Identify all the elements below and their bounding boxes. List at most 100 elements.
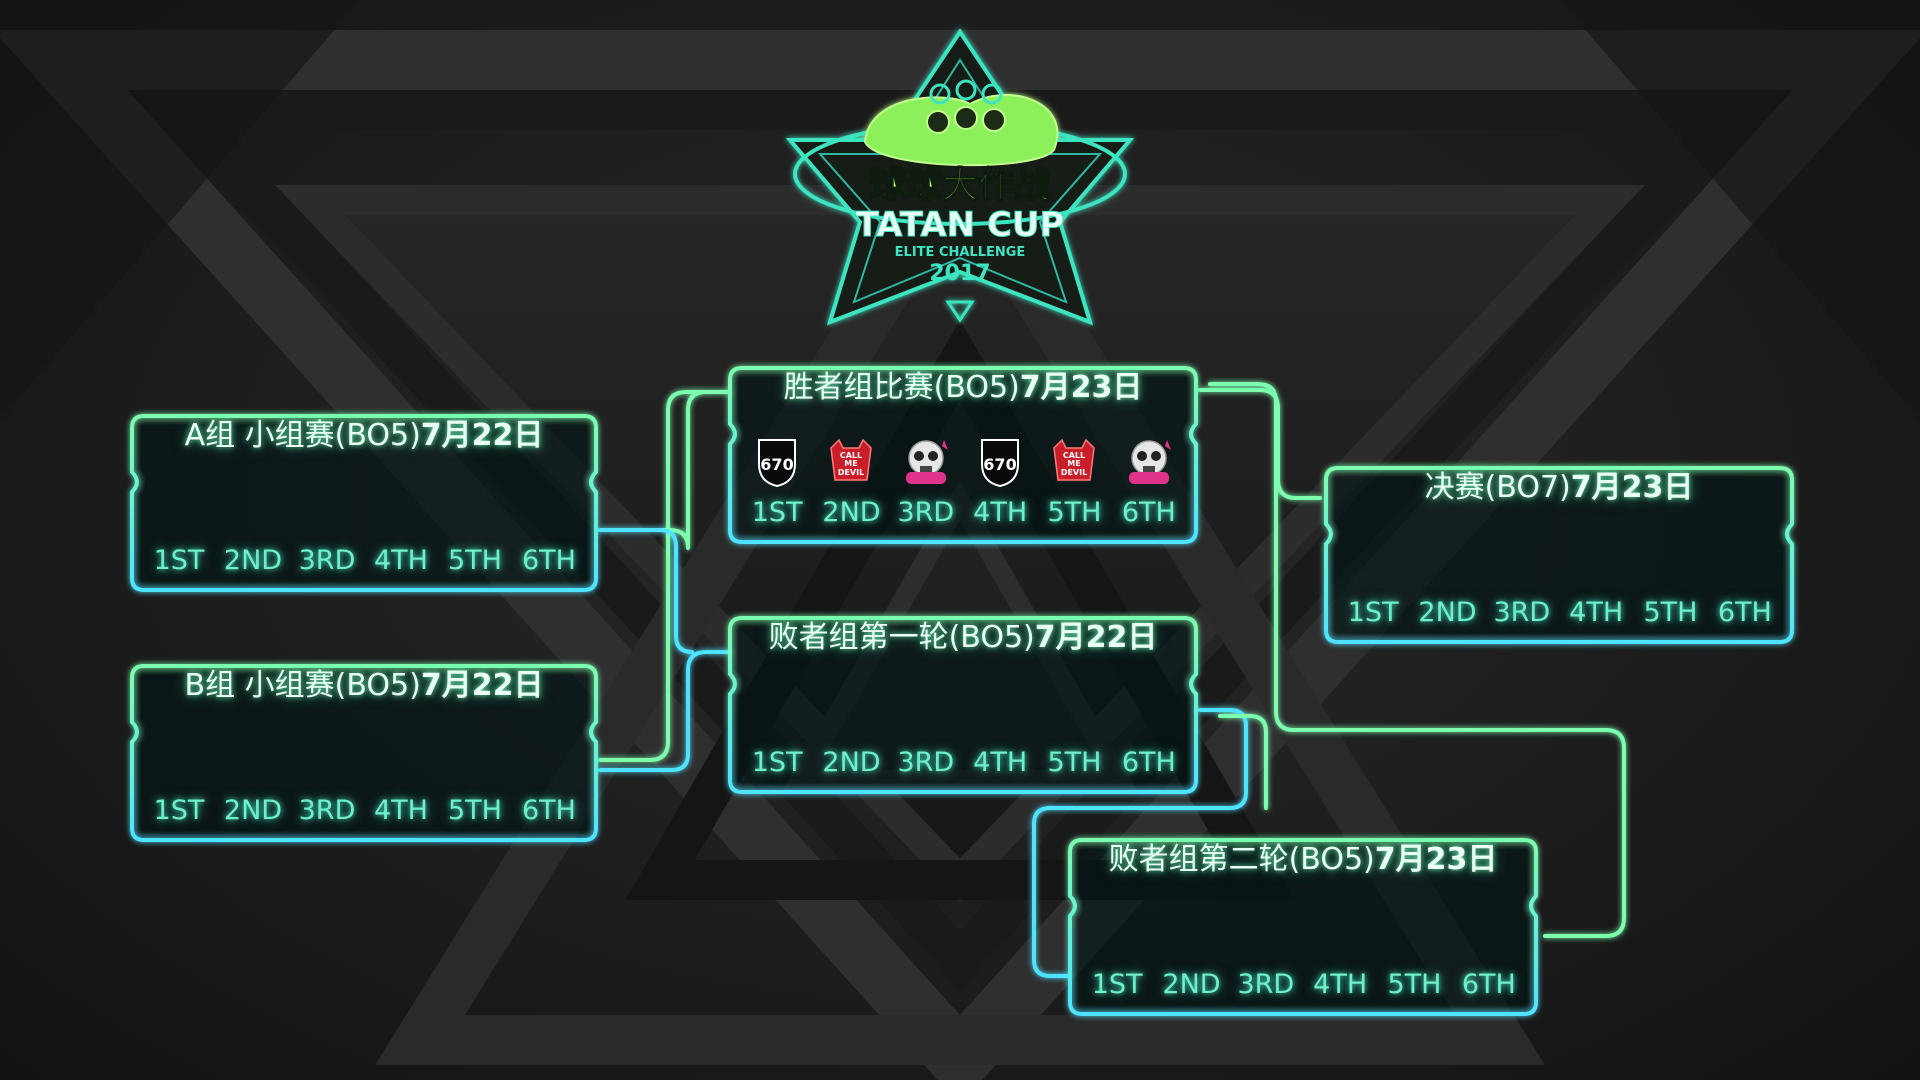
rank-slot[interactable]: 2ND bbox=[814, 672, 888, 786]
team-devil-text-3: DEVIL bbox=[1061, 468, 1087, 477]
bracket-title: A组 小组赛(BO5)7月22日 bbox=[128, 418, 600, 454]
rank-label: 1ST bbox=[153, 545, 205, 576]
group-b-panel: B组 小组赛(BO5)7月22日 1ST 2ND 3RD 4TH 5TH 6TH bbox=[128, 662, 600, 844]
tatan-cup-logo: 球球大作战 TATAN CUP ELITE CHALLENGE 2017 bbox=[785, 28, 1135, 326]
rank-label: 3RD bbox=[1237, 969, 1295, 1000]
bracket-title-text: A组 小组赛(BO5) bbox=[184, 418, 421, 453]
rank-label: 1ST bbox=[1091, 969, 1143, 1000]
rank-label: 6TH bbox=[522, 795, 576, 826]
rank-slot[interactable]: 2ND bbox=[1154, 894, 1228, 1008]
rank-slot[interactable]: 4TH bbox=[1303, 894, 1377, 1008]
bracket-title: 胜者组比赛(BO5)7月23日 bbox=[726, 370, 1200, 406]
rank-slot[interactable]: 3RD bbox=[889, 422, 963, 536]
rank-slot[interactable]: 5TH bbox=[1377, 894, 1451, 1008]
rank-slot[interactable]: 1ST bbox=[142, 470, 216, 584]
rank-slot[interactable]: 670 4TH bbox=[963, 422, 1037, 536]
rank-slot[interactable]: 5TH bbox=[1037, 672, 1111, 786]
rank-slot[interactable]: 4TH bbox=[963, 672, 1037, 786]
rank-slot[interactable]: 670 1ST bbox=[740, 422, 814, 536]
team-670-text: 670 bbox=[760, 455, 793, 474]
rank-slots: 1ST 2ND 3RD 4TH 5TH 6TH bbox=[142, 470, 586, 584]
rank-slot[interactable]: 3RD bbox=[1229, 894, 1303, 1008]
rank-label: 5TH bbox=[1047, 747, 1102, 778]
rank-label: 4TH bbox=[973, 497, 1028, 528]
rank-slot[interactable]: 5TH bbox=[438, 720, 512, 834]
losers-round2-panel: 败者组第二轮(BO5)7月23日 1ST 2ND 3RD 4TH 5TH 6TH bbox=[1066, 836, 1540, 1018]
rank-label: 1ST bbox=[751, 747, 803, 778]
rank-slot[interactable]: 6TH bbox=[1112, 672, 1186, 786]
team-670-text: 670 bbox=[983, 455, 1016, 474]
rank-slot[interactable]: 5TH bbox=[1633, 522, 1707, 636]
rank-label: 3RD bbox=[1493, 597, 1551, 628]
rank-label: 4TH bbox=[1569, 597, 1624, 628]
bracket-date: 7月22日 bbox=[1034, 620, 1158, 655]
rank-slot[interactable]: 3RD bbox=[1485, 522, 1559, 636]
rank-label: 2ND bbox=[223, 545, 283, 576]
670-team-logo: 670 bbox=[981, 439, 1020, 488]
rank-label: 2ND bbox=[1418, 597, 1477, 628]
rank-slot[interactable]: 3RD bbox=[889, 672, 963, 786]
bracket-frame bbox=[130, 664, 598, 842]
team-devil-text-1: CALL bbox=[840, 451, 862, 460]
rank-label: 3RD bbox=[897, 497, 955, 528]
team-devil-text-2: ME bbox=[1068, 459, 1081, 468]
rank-label: 4TH bbox=[1313, 969, 1368, 1000]
rank-label: 4TH bbox=[374, 795, 428, 826]
rank-label: 6TH bbox=[1717, 597, 1772, 628]
rank-slot[interactable]: 3RD bbox=[290, 470, 364, 584]
rank-slot[interactable]: 3RD bbox=[290, 720, 364, 834]
bracket-frame bbox=[1324, 466, 1794, 644]
rank-slot[interactable]: 6TH bbox=[1112, 422, 1186, 536]
rank-slot[interactable]: 2ND bbox=[1410, 522, 1484, 636]
rank-slot[interactable]: 4TH bbox=[364, 470, 438, 584]
rank-label: 5TH bbox=[1047, 497, 1102, 528]
rank-slot[interactable]: 4TH bbox=[1559, 522, 1633, 636]
logo-year: 2017 bbox=[929, 261, 990, 286]
rank-slot[interactable]: 1ST bbox=[740, 672, 814, 786]
rank-label: 6TH bbox=[522, 545, 576, 576]
rank-label: 5TH bbox=[448, 795, 502, 826]
skull-team-logo bbox=[1128, 440, 1171, 484]
rank-label: 2ND bbox=[223, 795, 283, 826]
rank-label: 2ND bbox=[822, 747, 881, 778]
rank-label: 1ST bbox=[153, 795, 205, 826]
rank-slot[interactable]: 1ST bbox=[1080, 894, 1154, 1008]
rank-label: 5TH bbox=[1643, 597, 1698, 628]
rank-slot[interactable]: 2ND bbox=[216, 470, 290, 584]
rank-slot[interactable]: 2ND bbox=[216, 720, 290, 834]
bracket-title-text: 败者组第二轮(BO5) bbox=[1108, 842, 1375, 877]
rank-slot[interactable]: 5TH bbox=[438, 470, 512, 584]
rank-label: 5TH bbox=[448, 545, 502, 576]
rank-slot[interactable]: 6TH bbox=[1708, 522, 1782, 636]
rank-label: 3RD bbox=[298, 795, 356, 826]
bracket-title: 败者组第二轮(BO5)7月23日 bbox=[1066, 842, 1540, 878]
rank-slot[interactable]: 6TH bbox=[512, 470, 586, 584]
rank-slot[interactable]: 4TH bbox=[364, 720, 438, 834]
rank-label: 4TH bbox=[973, 747, 1028, 778]
bracket-title-text: 决赛(BO7) bbox=[1424, 470, 1571, 505]
bracket-date: 7月23日 bbox=[1374, 842, 1498, 877]
rank-slot[interactable]: 1ST bbox=[1336, 522, 1410, 636]
rank-label: 5TH bbox=[1387, 969, 1442, 1000]
bracket-title-text: B组 小组赛(BO5) bbox=[184, 668, 421, 703]
rank-slot[interactable]: 6TH bbox=[512, 720, 586, 834]
rank-label: 6TH bbox=[1461, 969, 1516, 1000]
rank-label: 1ST bbox=[751, 497, 803, 528]
logo-title-cn: 球球大作战 bbox=[870, 165, 1050, 206]
logo-subtitle: ELITE CHALLENGE bbox=[895, 245, 1026, 260]
rank-label: 2ND bbox=[822, 497, 881, 528]
bracket-title: B组 小组赛(BO5)7月22日 bbox=[128, 668, 600, 704]
rank-slot[interactable]: 1ST bbox=[142, 720, 216, 834]
bracket-frame bbox=[728, 366, 1198, 544]
bracket-frame bbox=[130, 414, 598, 592]
skull-team-logo bbox=[905, 440, 948, 484]
rank-label: 3RD bbox=[298, 545, 356, 576]
rank-slot[interactable]: 6TH bbox=[1452, 894, 1526, 1008]
